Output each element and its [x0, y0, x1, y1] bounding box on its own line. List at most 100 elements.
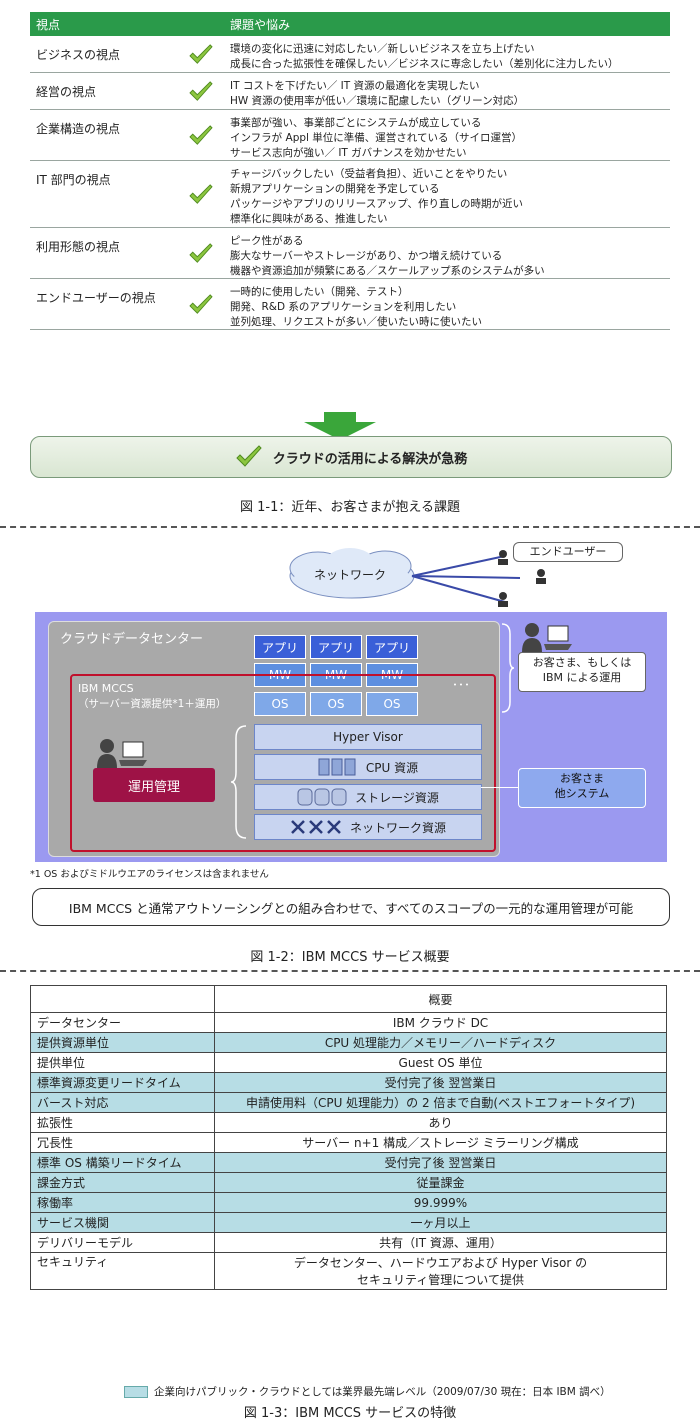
network-switch-icon — [291, 820, 341, 834]
viewpoint-label: 企業構造の視点 — [36, 122, 121, 136]
header-viewpoint: 視点 — [36, 17, 61, 32]
table-row: セキュリティデータセンター、ハードウエアおよび Hyper Visor のセキュ… — [30, 1252, 667, 1290]
issue-line: 環境の変化に迅速に対応したい／新しいビジネスを立ち上げたい — [230, 43, 535, 55]
feature-value: 99.999% — [214, 1192, 667, 1213]
feature-item: バースト対応 — [30, 1092, 215, 1113]
issue-line: サービス志向が強い／ IT ガバナンスを効かせたい — [230, 147, 467, 159]
network-resource-box: ネットワーク資源 — [254, 814, 482, 840]
issue-line: ピーク性がある — [230, 235, 304, 247]
table-row: バースト対応申請使用料（CPU 処理能力）の 2 倍まで自動(ベストエフォートタ… — [30, 1092, 667, 1113]
summary-text: IBM MCCS と通常アウトソーシングとの組み合わせで、すべてのスコープの一元… — [68, 900, 634, 916]
table-row: 標準 OS 構築リードタイム受付完了後 翌営業日 — [30, 1152, 667, 1173]
hypervisor-label: Hyper Visor — [333, 730, 403, 744]
divider — [0, 970, 700, 972]
feature-item: 提供資源単位 — [30, 1032, 215, 1053]
feature-item: サービス機関 — [30, 1212, 215, 1233]
legend-text: 企業向けパブリック・クラウドとしては業界最先端レベル（2009/07/30 現在… — [154, 1386, 611, 1398]
issue-line: IT コストを下げたい／ IT 資源の最適化を実現したい — [230, 80, 480, 92]
end-user-icon — [498, 550, 546, 607]
issue-lines: チャージバックしたい（受益者負担）、近いことをやりたい新規アプリケーションの開発… — [230, 167, 523, 227]
feature-value: 受付完了後 翌営業日 — [214, 1152, 667, 1173]
connector-line — [481, 787, 519, 788]
storage-resource-box: ストレージ資源 — [254, 784, 482, 810]
other-systems-line-2: 他システム — [554, 787, 610, 800]
feature-item: 提供単位 — [30, 1052, 215, 1073]
other-systems-box: お客さま 他システム — [518, 768, 646, 808]
challenges-rows: ビジネスの視点環境の変化に迅速に対応したい／新しいビジネスを立ち上げたい成長に合… — [30, 36, 670, 330]
challenge-row: IT 部門の視点チャージバックしたい（受益者負担）、近いことをやりたい新規アプリ… — [30, 161, 670, 228]
checkmark-icon — [189, 243, 213, 263]
divider — [0, 526, 700, 528]
customer-operator-icon — [522, 623, 572, 652]
issue-line: チャージバックしたい（受益者負担）、近いことをやりたい — [230, 168, 508, 180]
feature-value: あり — [214, 1112, 667, 1133]
figure-3-caption: 図 1-3：IBM MCCS サービスの特徴 — [243, 1406, 457, 1421]
issue-line: 並列処理、リクエストが多い／使いたい時に使いたい — [230, 316, 482, 328]
challenge-row: 企業構造の視点 事業部が強い、事業部ごとにシステムが成立しているインフラが App… — [30, 110, 670, 161]
feature-value: IBM クラウド DC — [214, 1012, 667, 1033]
feature-value: サーバー n+1 構成／ストレージ ミラーリング構成 — [214, 1132, 667, 1153]
issue-line: 標準化に興味がある、推進したい — [230, 213, 388, 225]
datacenter-label: クラウドデータセンター — [60, 632, 204, 647]
issue-line: HW 資源の使用率が低い／環境に配慮したい（グリーン対応） — [230, 95, 525, 107]
issue-lines: IT コストを下げたい／ IT 資源の最適化を実現したい HW 資源の使用率が低い… — [230, 79, 524, 109]
issue-lines: ピーク性がある膨大なサーバーやストレージがあり、かつ増え続けている機器や資源追加… — [230, 234, 545, 279]
app-tile: アプリ — [254, 635, 306, 659]
storage-icon — [297, 788, 347, 806]
viewpoint-label: エンドユーザーの視点 — [36, 291, 156, 305]
customer-ops-line-1: お客さま、もしくは — [532, 656, 632, 669]
feature-item: 冗長性 — [30, 1132, 215, 1153]
more-dots: ･･･ — [452, 678, 471, 692]
feature-item: データセンター — [30, 1012, 215, 1033]
feature-item: 課金方式 — [30, 1172, 215, 1193]
cpu-resource-label: CPU 資源 — [365, 760, 419, 775]
feature-item: デリバリーモデル — [30, 1232, 215, 1253]
bracket — [230, 725, 247, 839]
checkmark-icon — [189, 125, 213, 145]
viewpoint-label: ビジネスの視点 — [36, 48, 121, 62]
customer-ops-box: お客さま、もしくは IBM による運用 — [518, 652, 646, 692]
legend: 企業向けパブリック・クラウドとしては業界最先端レベル（2009/07/30 現在… — [124, 1384, 611, 1399]
table-row: サービス機関一ヶ月以上 — [30, 1212, 667, 1233]
cpu-resource-box: CPU 資源 — [254, 754, 482, 780]
feature-value: CPU 処理能力／メモリー／ハードディスク — [214, 1032, 667, 1053]
issue-line: 膨大なサーバーやストレージがあり、かつ増え続けている — [230, 250, 503, 262]
challenges-table: 視点 課題や悩み ビジネスの視点環境の変化に迅速に対応したい／新しいビジネスを立… — [30, 12, 670, 330]
issue-line: 開発、R&D 系のアプリケーションを利用したい — [230, 301, 457, 313]
table-header-row: 概要 — [30, 985, 667, 1013]
checkmark-icon — [189, 184, 213, 204]
ibm-mccs-box — [70, 674, 496, 852]
challenge-row: 利用形態の視点ピーク性がある膨大なサーバーやストレージがあり、かつ増え続けている… — [30, 228, 670, 279]
app-tile: アプリ — [310, 635, 362, 659]
feature-value-line: セキュリティ管理について提供 — [357, 1273, 524, 1287]
checkmark-icon — [189, 44, 213, 64]
table-row: 拡張性あり — [30, 1112, 667, 1133]
issue-line: パッケージやアプリのリリースアップ、作り直しの時期が近い — [230, 198, 523, 210]
other-systems-line-1: お客さま — [560, 772, 604, 785]
down-arrow-icon — [304, 412, 376, 440]
mccs-subtitle: （サーバー資源提供*1＋運用） — [78, 698, 227, 710]
result-banner: クラウドの活用による解決が急務 — [30, 436, 672, 478]
header-overview: 概要 — [214, 985, 667, 1013]
legend-swatch — [124, 1385, 148, 1398]
issue-line: インフラが Appl 単位に準備、運営されている（サイロ運営） — [230, 132, 522, 144]
table-row: 課金方式従量課金 — [30, 1172, 667, 1193]
issue-line: 機器や資源追加が頻繁にある／スケールアップ系のシステムが多い — [230, 265, 545, 277]
feature-item: 拡張性 — [30, 1112, 215, 1133]
feature-value-line: データセンター、ハードウエアおよび Hyper Visor の — [293, 1256, 588, 1270]
feature-item: 標準資源変更リードタイム — [30, 1072, 215, 1093]
issue-line: 事業部が強い、事業部ごとにシステムが成立している — [230, 117, 482, 129]
challenge-row: ビジネスの視点環境の変化に迅速に対応したい／新しいビジネスを立ち上げたい成長に合… — [30, 36, 670, 73]
feature-value: 共有（IT 資源、運用） — [214, 1232, 667, 1253]
feature-value: 一ヶ月以上 — [214, 1212, 667, 1233]
network-resource-label: ネットワーク資源 — [349, 820, 446, 835]
summary-box: IBM MCCS と通常アウトソーシングとの組み合わせで、すべてのスコープの一元… — [32, 888, 670, 926]
feature-value: Guest OS 単位 — [214, 1052, 667, 1073]
issue-lines: 一時的に使用したい（開発、テスト）開発、R&D 系のアプリケーションを利用したい… — [230, 285, 482, 330]
network-label: ネットワーク — [314, 568, 387, 582]
network-diagram — [289, 548, 546, 607]
table-row: 標準資源変更リードタイム受付完了後 翌営業日 — [30, 1072, 667, 1093]
